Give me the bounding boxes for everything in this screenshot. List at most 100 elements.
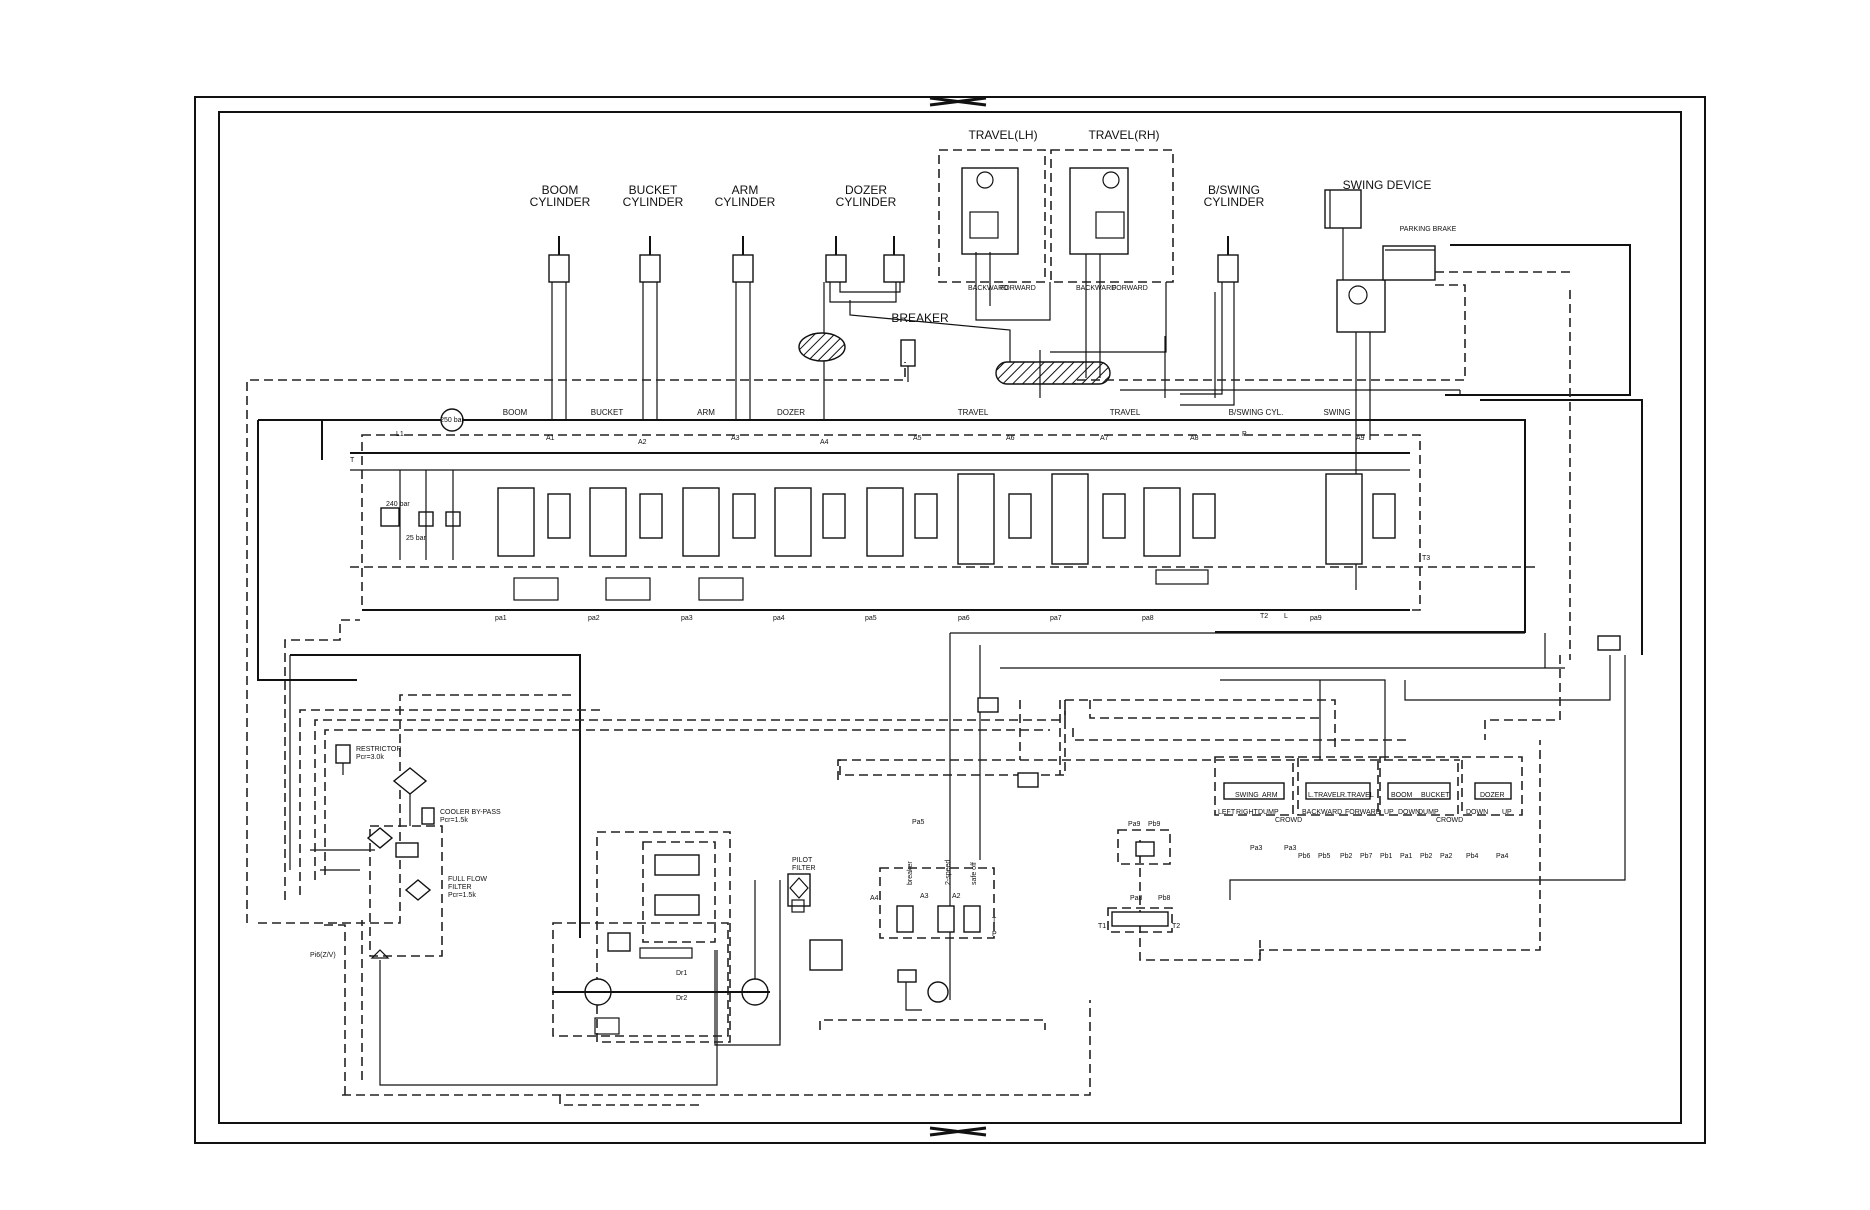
rcv-boom-bucket-label-1: BOOM bbox=[1391, 792, 1413, 799]
travel-lh-backward: BACKWARD bbox=[968, 285, 1008, 292]
rcv-travel-port-1: BACKWARD bbox=[1302, 809, 1342, 816]
port-label-p: P bbox=[1242, 431, 1247, 438]
port-label-l1: L1 bbox=[396, 431, 404, 438]
pilot-port-pa7: pa7 bbox=[1050, 615, 1062, 622]
valve-spool-swing: pa9 A9 bbox=[1310, 435, 1396, 622]
breaker: BREAKER bbox=[891, 311, 949, 382]
valve-spool-travel-lh: pa6 A6 bbox=[957, 435, 1032, 622]
center-swivel-joint bbox=[995, 361, 1111, 385]
pump-group: Dr1 Dr2 bbox=[552, 831, 770, 1043]
work-port-a4: A4 bbox=[820, 439, 829, 446]
cooler-bypass-setting: Pcr=1.5k bbox=[440, 817, 468, 824]
rcv-dozer-bottom-2: Pa4 bbox=[1496, 853, 1509, 860]
pedal-t2: T2 bbox=[1172, 923, 1180, 930]
valve-spool-bswing: pa8 A8 bbox=[1142, 435, 1216, 622]
swing-device: SWING DEVICE PARKING BRAKE bbox=[1324, 178, 1457, 590]
dozer-cylinder-label-1: DOZER bbox=[845, 183, 887, 197]
breaker-swivel bbox=[798, 332, 846, 362]
rcv-swing-arm-port-1: LEFT bbox=[1218, 809, 1236, 816]
section-label-boom: BOOM bbox=[503, 408, 528, 417]
rcv-travel-label-1: L.TRAVEL bbox=[1308, 792, 1341, 799]
pump-dr1: Dr1 bbox=[676, 970, 687, 977]
solenoid-tag-2speed: 2-speed bbox=[945, 860, 952, 885]
pilot-filter: PILOT FILTER bbox=[787, 857, 816, 913]
bswing-cylinder-label-2: CYLINDER bbox=[1204, 195, 1265, 209]
rcv-boom-bucket-port-1: UP bbox=[1384, 809, 1394, 816]
pilot-port-pa4: pa4 bbox=[773, 615, 785, 622]
pilot-port-pa6: pa6 bbox=[958, 615, 970, 622]
rcv-dozer-bottom-1: Pb4 bbox=[1466, 853, 1479, 860]
dozer-cylinders: DOZER CYLINDER bbox=[823, 183, 1011, 420]
restrictor: RESTRICTOR Pcr=3.0k bbox=[335, 744, 401, 775]
port-label-l: L bbox=[1284, 613, 1288, 620]
rcv-swing-arm-label-1: SWING bbox=[1235, 792, 1259, 799]
rcv-boom-bucket-bottom-3: Pb2 bbox=[1420, 853, 1433, 860]
main-piping bbox=[257, 244, 1643, 1086]
filter-setting: Pcr=1.5k bbox=[448, 892, 476, 899]
centering-mark-top bbox=[929, 96, 987, 107]
boom-cylinder-label-2: CYLINDER bbox=[530, 195, 591, 209]
rcv-travel-bottom-1: Pb6 bbox=[1298, 853, 1311, 860]
rcv-boom-bucket-label-2: BUCKET bbox=[1421, 792, 1450, 799]
travel-motor-lh: TRAVEL(LH) BACKWARD FORWARD bbox=[938, 128, 1051, 321]
rcv-travel-bottom-2: Pb5 bbox=[1318, 853, 1331, 860]
solenoid-port-a4: A4 bbox=[870, 895, 879, 902]
pilot-port-pa8: pa8 bbox=[1142, 615, 1154, 622]
gauge-label: 250 bar bbox=[440, 417, 464, 424]
drain-label: Pi6(Z/V) bbox=[310, 952, 336, 959]
pilot-filter-label-2: FILTER bbox=[792, 865, 816, 872]
rcv-swing-arm-bottom-2: Pa3 bbox=[1284, 845, 1297, 852]
valve-spool-boom: pa1 A1 bbox=[495, 435, 571, 622]
work-port-a8: A8 bbox=[1190, 435, 1199, 442]
rcv-swing-arm-port-2: RIGHT bbox=[1236, 809, 1259, 816]
travel-lh-forward: FORWARD bbox=[1000, 285, 1036, 292]
dozer-cylinder-label-2: CYLINDER bbox=[836, 195, 897, 209]
solenoid-tag-safe-off: safe off bbox=[971, 862, 978, 885]
rcv-boom-bucket-bottom-4: Pa2 bbox=[1440, 853, 1453, 860]
arm-cylinder-label-2: CYLINDER bbox=[715, 195, 776, 209]
arm-cylinder-label-1: ARM bbox=[732, 183, 759, 197]
pilot-drain-piping bbox=[246, 271, 1571, 1106]
boom-cylinder-label-1: BOOM bbox=[542, 183, 579, 197]
pedal-pb8: Pb8 bbox=[1158, 895, 1171, 902]
rcv-boom-bucket-bottom-2: Pa1 bbox=[1400, 853, 1413, 860]
rcv-travel: L.TRAVEL R.TRAVEL BACKWARD FORWARD Pb6 P… bbox=[1297, 756, 1381, 860]
rcv-travel-port-2: FORWARD bbox=[1345, 809, 1381, 816]
valve-spool-breaker: pa5 A5 bbox=[865, 435, 938, 622]
connector-2 bbox=[977, 697, 999, 713]
connector-3 bbox=[1017, 772, 1039, 788]
swing-device-label: SWING DEVICE bbox=[1343, 178, 1432, 192]
travel-rh-label: TRAVEL(RH) bbox=[1088, 128, 1159, 142]
rcv-swing-arm-port-3: DUMP bbox=[1258, 809, 1279, 816]
rcv-travel-bottom-4: Pb7 bbox=[1360, 853, 1373, 860]
rcv-swing-arm-port-4: CROWD bbox=[1275, 817, 1302, 824]
port-label-t3: T3 bbox=[1422, 555, 1430, 562]
connector-1 bbox=[1597, 635, 1621, 651]
rcv-travel-bottom-3: Pb2 bbox=[1340, 853, 1353, 860]
pedal-t1: T1 bbox=[1098, 923, 1106, 930]
relief-2-label: 25 bar bbox=[406, 535, 427, 542]
solenoid-port-a3: A3 bbox=[920, 893, 929, 900]
mcv-main-lines bbox=[321, 419, 1535, 633]
pedal-valve-block: Pa9 Pb9 Pa8 Pb8 T1 T2 bbox=[1098, 821, 1180, 933]
pilot-filter-label-1: PILOT bbox=[792, 857, 813, 864]
pilot-port-pa5: pa5 bbox=[865, 615, 877, 622]
restrictor-label: RESTRICTOR bbox=[356, 746, 401, 753]
bucket-cylinder-label-2: CYLINDER bbox=[623, 195, 684, 209]
valve-spool-dozer: pa4 A4 bbox=[773, 439, 846, 622]
cooler-bypass-valve: COOLER BY-PASS Pcr=1.5k bbox=[421, 807, 501, 825]
pedal-pa8: Pa8 bbox=[1130, 895, 1143, 902]
section-label-arm: ARM bbox=[697, 408, 715, 417]
port-label-t2: T2 bbox=[1260, 613, 1268, 620]
rcv-swing-arm-bottom-1: Pa3 bbox=[1250, 845, 1263, 852]
pilot-port-pa3: pa3 bbox=[681, 615, 693, 622]
work-port-a5: A5 bbox=[913, 435, 922, 442]
travel-lh-label: TRAVEL(LH) bbox=[968, 128, 1037, 142]
valve-spool-arm: pa3 A3 bbox=[681, 435, 756, 622]
section-label-bucket: BUCKET bbox=[591, 408, 624, 417]
rcv-dozer-port-2: UP bbox=[1502, 809, 1512, 816]
travel-rh-backward: BACKWARD bbox=[1076, 285, 1116, 292]
outer-frame bbox=[194, 96, 1706, 1144]
parking-brake-label: PARKING BRAKE bbox=[1400, 226, 1457, 233]
pressure-gauge: 250 bar bbox=[440, 408, 465, 432]
